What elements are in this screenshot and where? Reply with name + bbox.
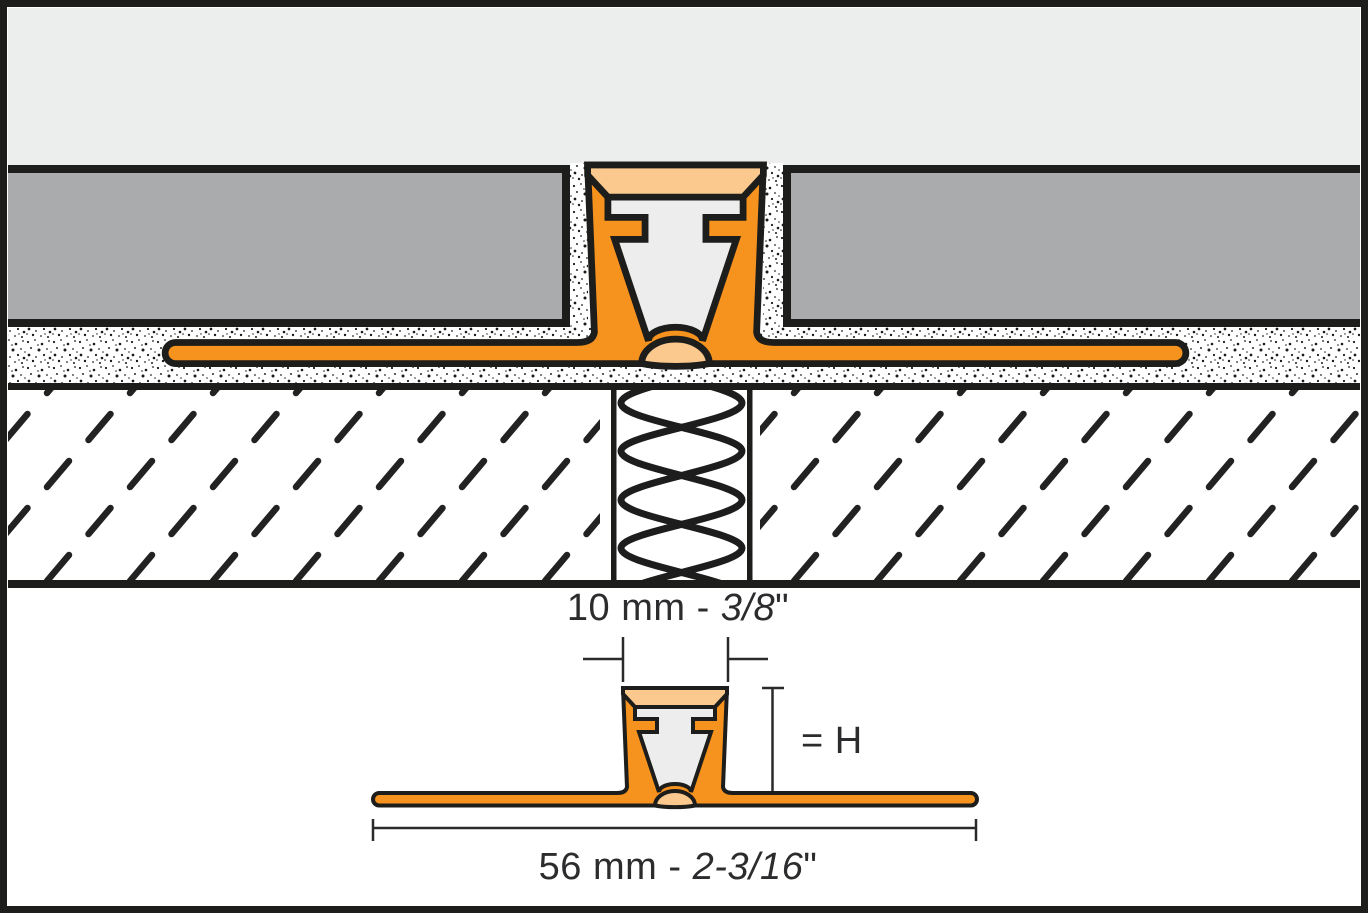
joint-width-fraction: 3/8 (720, 587, 776, 629)
overall-width-unit-mark: " (803, 846, 818, 888)
dimension-lines (371, 637, 978, 841)
tile-right (783, 165, 1360, 327)
substrate (8, 388, 1360, 588)
mortar-substrate-boundary (8, 383, 1360, 390)
overall-width-metric: 56 mm - (538, 846, 693, 888)
overall-width-label: 56 mm - 2-3/16" (539, 848, 818, 886)
substrate-joint-gap (600, 390, 760, 580)
joint-width-metric: 10 mm - (566, 587, 721, 629)
joint-width-unit-mark: " (775, 587, 790, 629)
joint-filler-braid (617, 388, 746, 581)
installed-cross-section (8, 8, 1360, 588)
mortar-joint-right (763, 163, 783, 327)
profile-height-label: = H (801, 720, 863, 762)
mortar-joint-left (570, 163, 588, 327)
dimension-drawing (371, 637, 979, 841)
surface-slab (8, 8, 1360, 165)
overall-width-fraction: 2-3/16 (692, 846, 804, 888)
substrate-bottom-line (8, 580, 1360, 588)
tile-left (8, 165, 570, 327)
joint-width-label: 10 mm - 3/8" (567, 589, 789, 627)
